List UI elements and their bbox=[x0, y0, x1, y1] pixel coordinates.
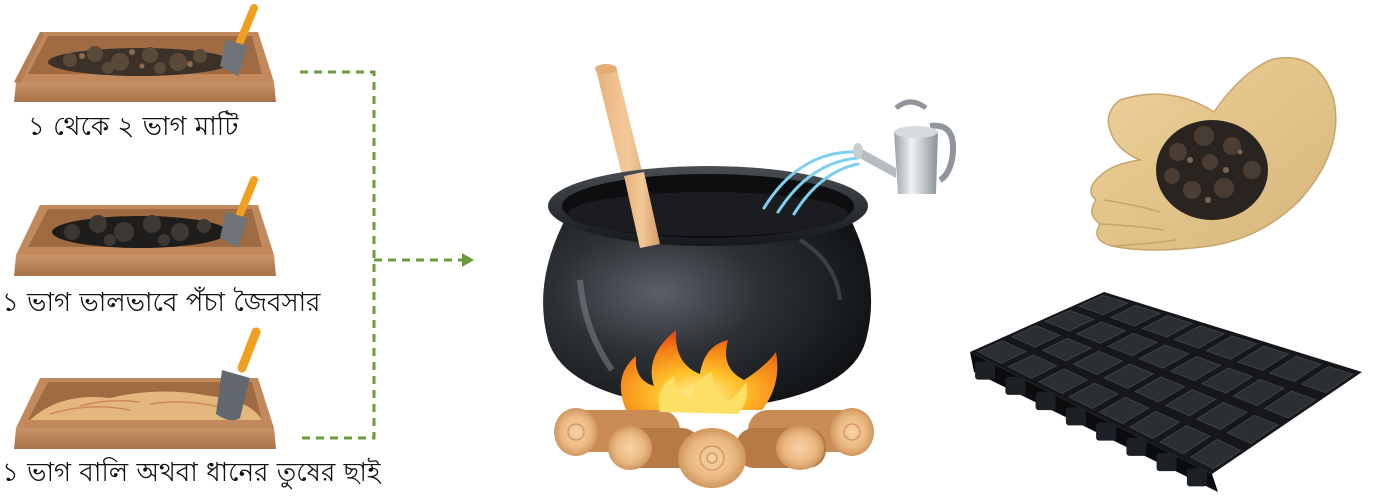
ingredient-label-sand: ১ ভাগ বালি অথবা ধানের তুষের ছাই bbox=[2, 458, 380, 488]
seedling-cell-bottom bbox=[1036, 392, 1056, 410]
seedling-cell-bottom bbox=[1157, 453, 1177, 471]
watering-can-icon bbox=[853, 102, 953, 194]
seedling-tray-icon bbox=[970, 292, 1362, 492]
ingredient-label-soil: ১ থেকে ২ ভাগ মাটি bbox=[28, 112, 238, 142]
seedling-cell-bottom bbox=[1005, 377, 1025, 395]
arrow-head-icon bbox=[462, 253, 474, 267]
seedling-cell-bottom bbox=[1066, 407, 1086, 425]
seedling-cell-bottom bbox=[975, 362, 995, 380]
ingredient-label-compost: ১ ভাগ ভালভাবে পঁচা জৈবসার bbox=[2, 288, 320, 318]
seedling-cell-bottom bbox=[1187, 468, 1207, 486]
connector-arrow bbox=[300, 72, 462, 438]
seedling-cell-bottom bbox=[1126, 438, 1146, 456]
hand-holding-soil-icon bbox=[1091, 58, 1336, 250]
seedling-cell-bottom bbox=[1096, 423, 1116, 441]
